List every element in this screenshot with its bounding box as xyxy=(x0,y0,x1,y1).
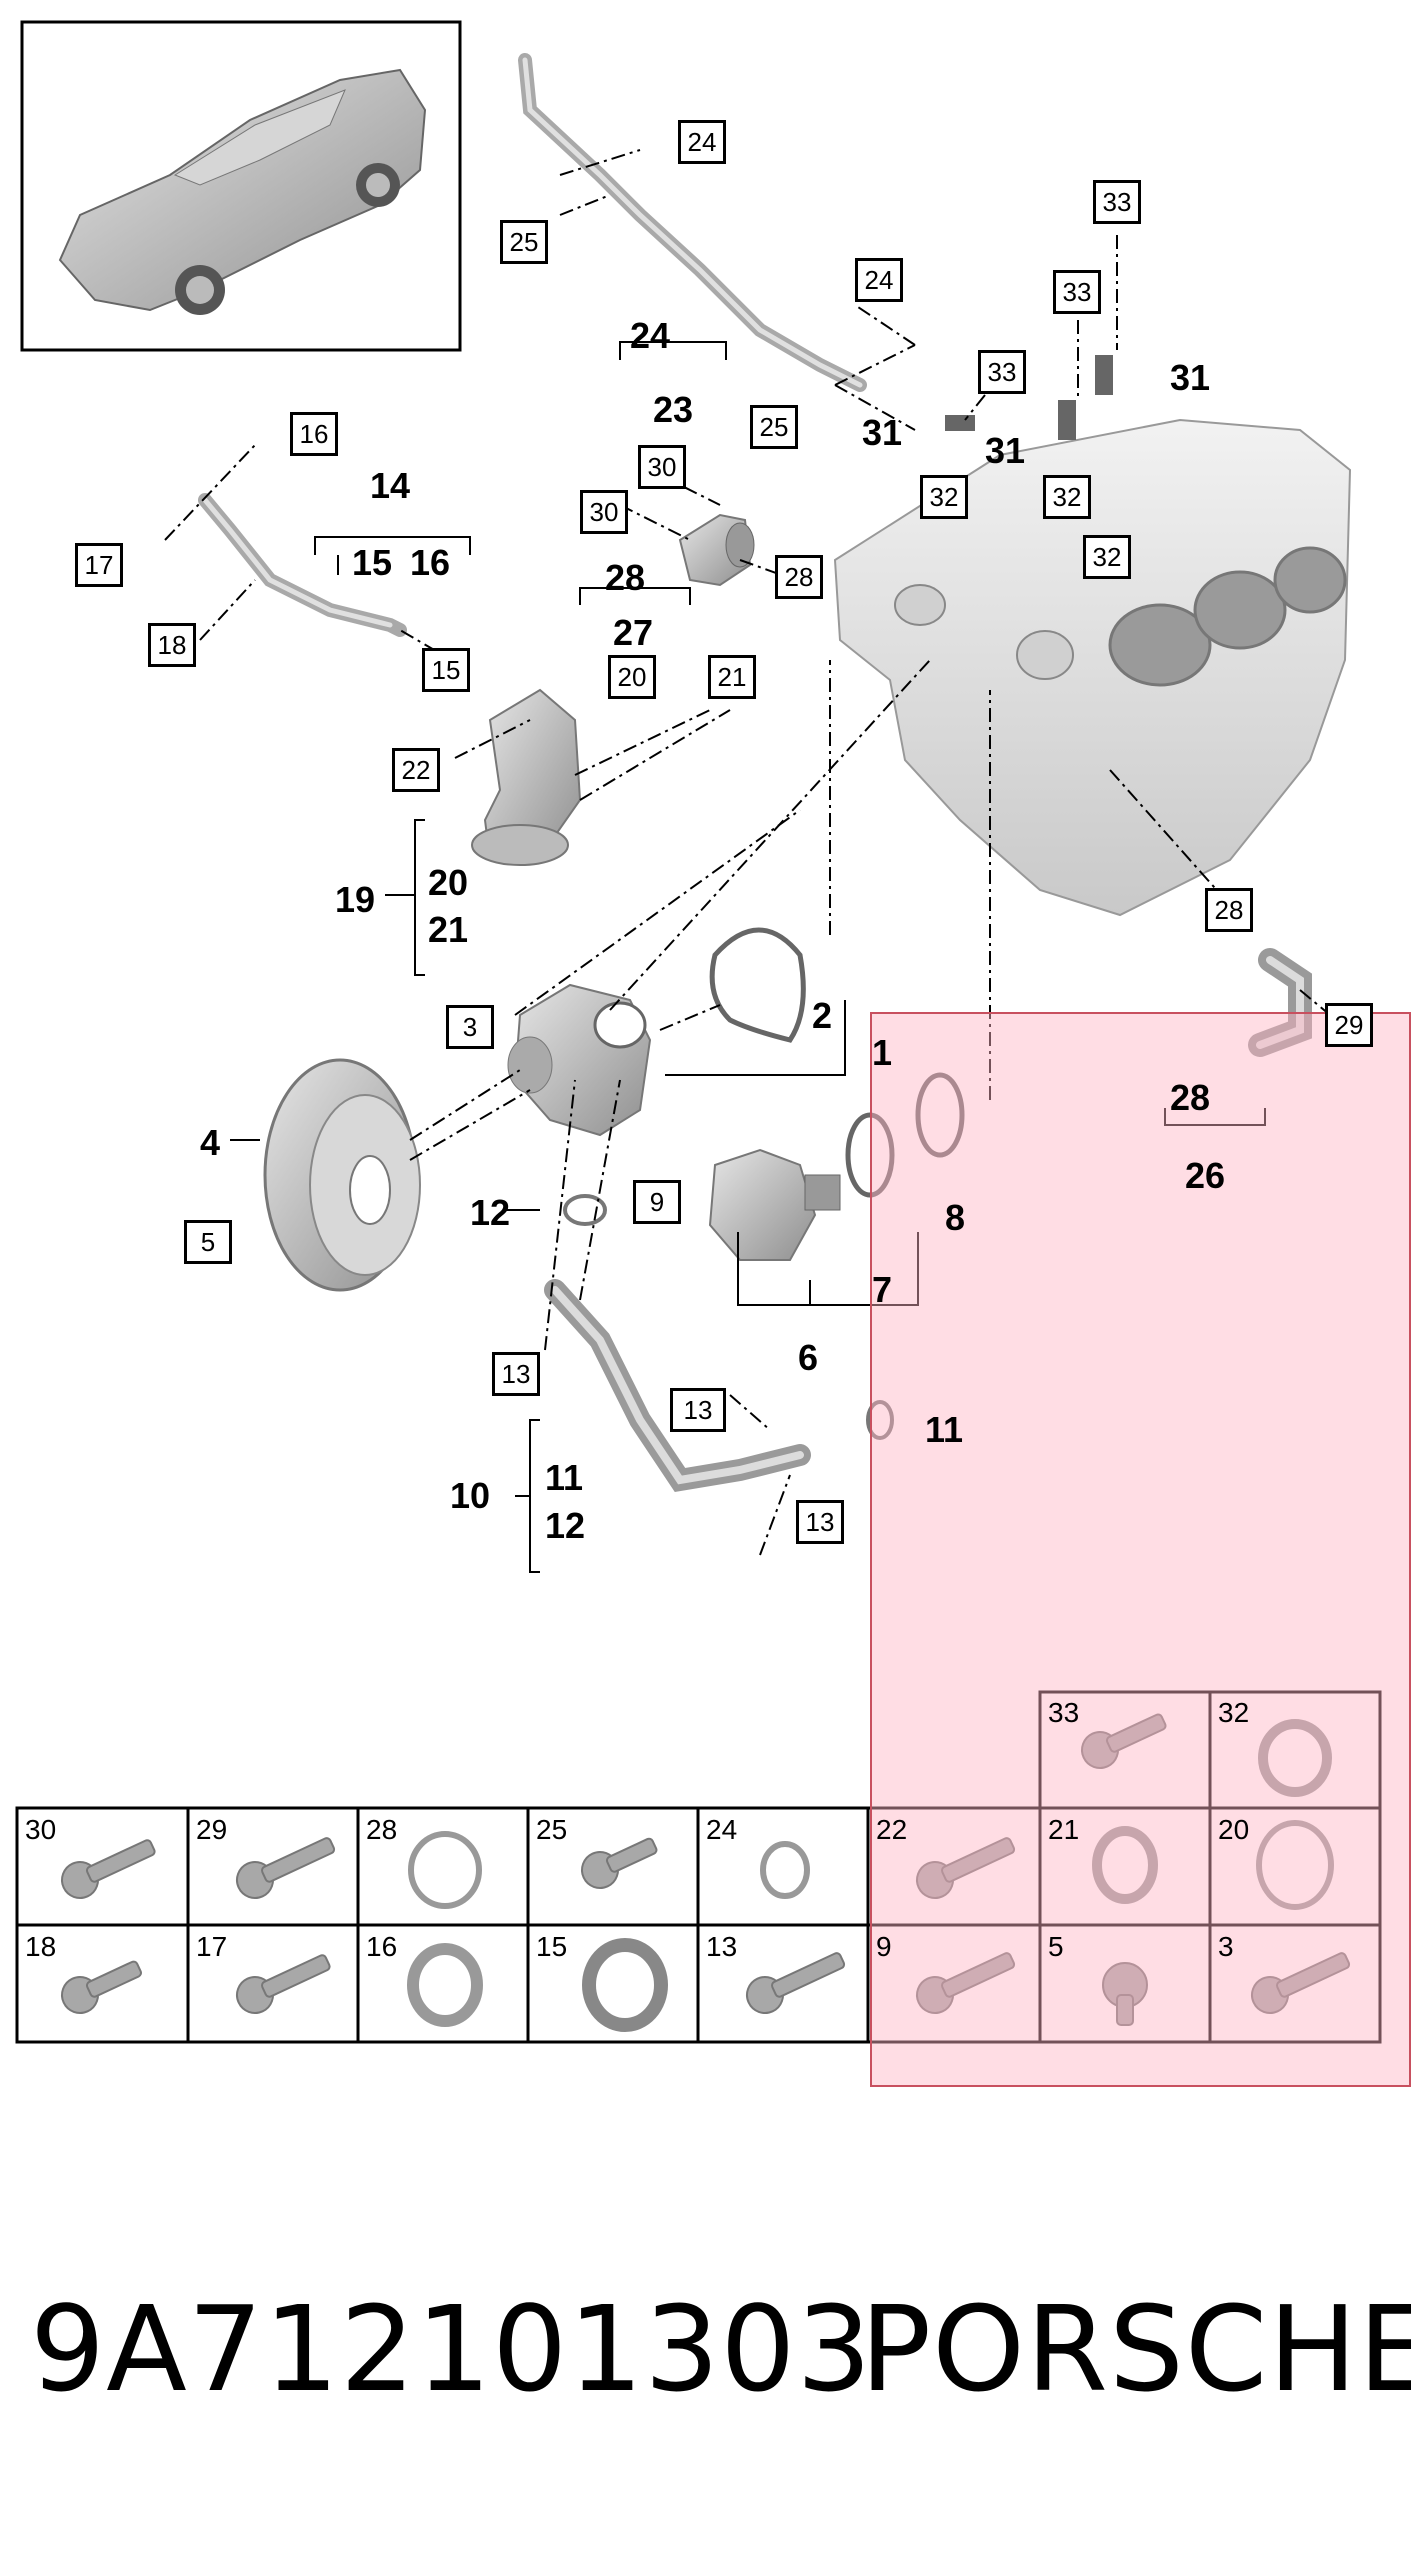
coolant-pipe-upper xyxy=(518,53,867,392)
table-cell-label: 13 xyxy=(706,1931,738,1962)
table-cell-label: 15 xyxy=(536,1931,568,1962)
callout-11-a: 11 xyxy=(925,1409,964,1450)
callout-27: 27 xyxy=(613,612,654,653)
leader-lines xyxy=(164,149,1331,1556)
water-pump-drawing xyxy=(507,983,652,1137)
boxed-callout-22: 22 xyxy=(392,748,440,792)
callout-31-b: 31 xyxy=(985,430,1026,471)
sensor-drawings xyxy=(945,355,1113,440)
table-cell-label: 17 xyxy=(196,1931,228,1962)
callout-7: 7 xyxy=(872,1269,893,1310)
table-cell-label: 5 xyxy=(1048,1931,1064,1962)
callout-1: 1 xyxy=(872,1032,893,1073)
engine-block-drawing xyxy=(833,418,1352,917)
boxed-callout-18: 18 xyxy=(148,623,196,667)
boxed-callout-25: 25 xyxy=(500,220,548,264)
callout-4: 4 xyxy=(200,1122,221,1163)
boxed-callout-28: 28 xyxy=(775,555,823,599)
callout-31-a: 31 xyxy=(862,412,903,453)
boxed-callout-32-b: 32 xyxy=(1043,475,1091,519)
boxed-callout-3: 3 xyxy=(446,1005,494,1049)
boxed-callout-15: 15 xyxy=(422,648,470,692)
boxed-callout-13-c: 13 xyxy=(796,1500,844,1544)
boxed-callout-30-a: 30 xyxy=(638,445,686,489)
thermostat-drawing xyxy=(708,1148,841,1261)
thermostat-housing-drawing xyxy=(678,513,755,587)
callout-10: 10 xyxy=(450,1475,491,1516)
highlight-overlay xyxy=(870,1012,1411,2087)
table-cell-label: 22 xyxy=(876,1814,908,1845)
table-cell-label: 18 xyxy=(25,1931,57,1962)
table-cell-label: 9 xyxy=(876,1931,892,1962)
boxed-callout-5: 5 xyxy=(184,1220,232,1264)
brand-name: PORSCHE xyxy=(860,2280,1411,2418)
callout-6: 6 xyxy=(798,1337,819,1378)
callout-28-hose: 28 xyxy=(1170,1077,1211,1118)
boxed-callout-9: 9 xyxy=(633,1180,681,1224)
table-cell-label: 28 xyxy=(366,1814,398,1845)
boxed-callout-17: 17 xyxy=(75,543,123,587)
table-cell-label: 29 xyxy=(196,1814,228,1845)
callout-20-bold: 20 xyxy=(428,862,469,903)
table-cell-label: 32 xyxy=(1218,1697,1250,1728)
table-cell-label: 3 xyxy=(1218,1931,1234,1962)
table-cell-label: 16 xyxy=(366,1931,398,1962)
callout-16-bold: 16 xyxy=(410,542,451,583)
boxed-callout-32-a: 32 xyxy=(920,475,968,519)
coolant-housing-drawing xyxy=(471,688,582,866)
boxed-callout-32-c: 32 xyxy=(1083,535,1131,579)
boxed-callout-24: 24 xyxy=(678,120,726,164)
callout-12-a: 12 xyxy=(470,1192,511,1233)
boxed-callout-21: 21 xyxy=(708,655,756,699)
callout-23: 23 xyxy=(653,389,694,430)
callout-28-bold: 28 xyxy=(605,557,646,598)
boxed-callout-20: 20 xyxy=(608,655,656,699)
boxed-callout-33-c: 33 xyxy=(978,350,1026,394)
callout-26: 26 xyxy=(1185,1155,1226,1196)
boxed-callout-30-b: 30 xyxy=(580,490,628,534)
fastener-table-grid xyxy=(15,1690,1382,2044)
fastener-drawings xyxy=(61,1713,1351,2032)
boxed-callout-29: 29 xyxy=(1325,1003,1373,1047)
boxed-callout-13-b: 13 xyxy=(670,1388,726,1432)
gasket-drawing xyxy=(709,927,806,1043)
brackets xyxy=(230,341,1266,1573)
boxed-callout-28-b: 28 xyxy=(1205,888,1253,932)
pulley-drawing xyxy=(263,1058,421,1292)
boxed-callout-25-b: 25 xyxy=(750,405,798,449)
callout-21-bold: 21 xyxy=(428,909,469,950)
boxed-callout-13-a: 13 xyxy=(492,1352,540,1396)
callout-11-b: 11 xyxy=(545,1457,584,1498)
callout-8: 8 xyxy=(945,1197,966,1238)
callout-24-bold: 24 xyxy=(630,315,671,356)
callout-15-bold: 15 xyxy=(352,542,393,583)
car-icon xyxy=(58,68,427,315)
callout-12-b: 12 xyxy=(545,1505,586,1546)
table-cell-label: 21 xyxy=(1048,1814,1080,1845)
callout-31-c: 31 xyxy=(1170,357,1211,398)
callout-19: 19 xyxy=(335,879,376,920)
table-cell-label: 25 xyxy=(536,1814,568,1845)
boxed-callout-24-b: 24 xyxy=(855,258,903,302)
seal-8-drawing xyxy=(915,1072,965,1158)
part-number: 9A712101303 xyxy=(30,2280,873,2418)
callout-14: 14 xyxy=(370,465,411,506)
coolant-pipe-10-drawing xyxy=(544,1279,811,1493)
table-cell-label: 33 xyxy=(1048,1697,1080,1728)
callout-2: 2 xyxy=(812,995,833,1036)
boxed-callout-33-b: 33 xyxy=(1053,270,1101,314)
boxed-callout-16: 16 xyxy=(290,412,338,456)
table-cell-label: 20 xyxy=(1218,1814,1250,1845)
table-cell-label: 24 xyxy=(706,1814,738,1845)
boxed-callout-33-a: 33 xyxy=(1093,180,1141,224)
table-cell-label: 30 xyxy=(25,1814,57,1845)
